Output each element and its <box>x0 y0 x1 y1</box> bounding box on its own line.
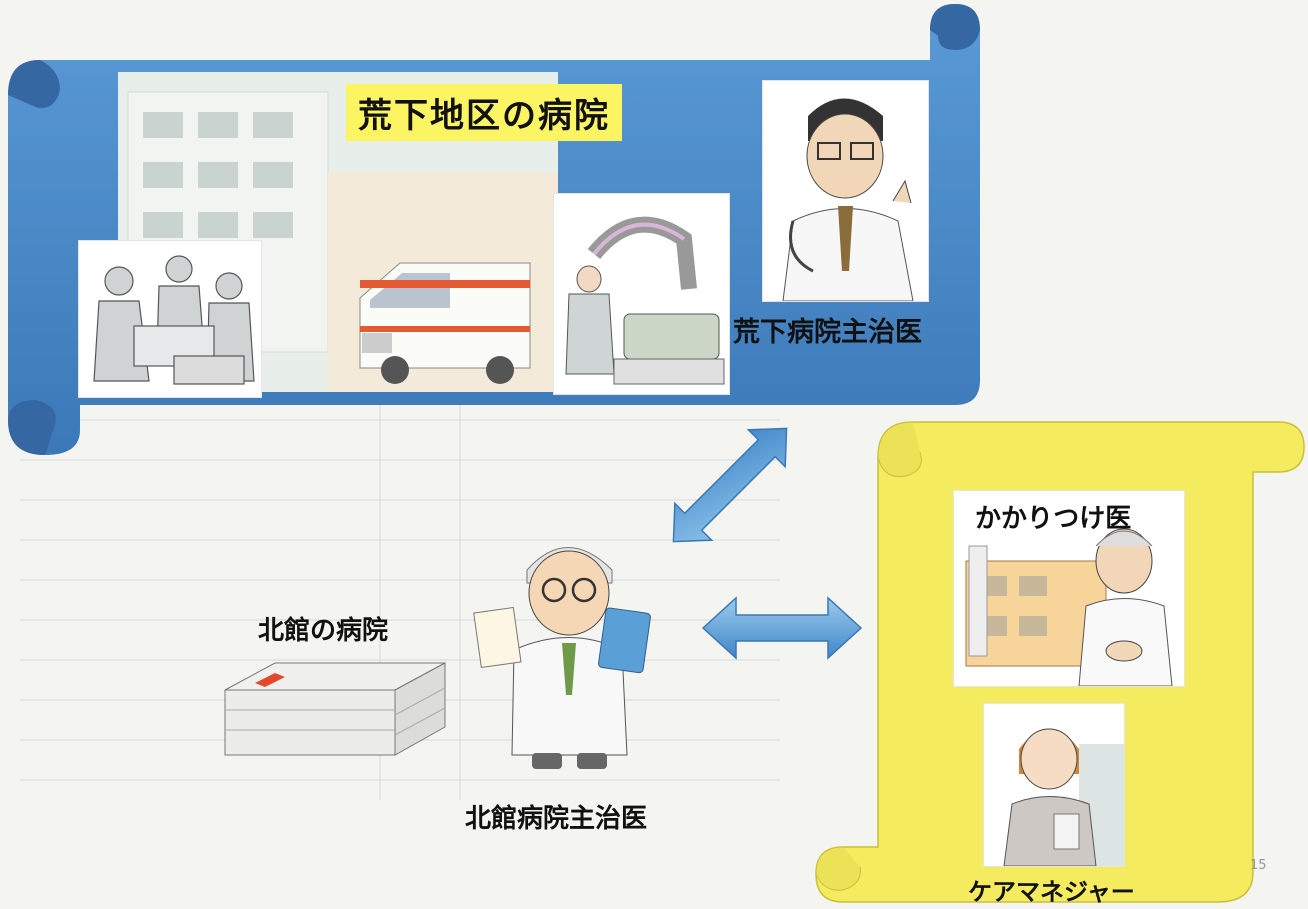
xray-machine-icon <box>553 193 730 395</box>
arashita-doctor-label: 荒下病院主治医 <box>733 317 922 348</box>
kitakan-building-icon <box>224 662 446 756</box>
page-title: 荒下地区の病院 <box>346 84 622 141</box>
page-number: 15 <box>1250 858 1267 873</box>
ambulance-icon <box>359 262 531 384</box>
family-doctor-icon <box>953 490 1185 687</box>
family-doctor-label: かかりつけ医 <box>975 504 1132 534</box>
care-manager-icon <box>983 703 1125 867</box>
kitakan-doctor-label: 北館病院主治医 <box>465 804 648 834</box>
arashita-doctor-icon <box>762 80 929 302</box>
kitakan-hospital-label: 北館の病院 <box>258 616 389 646</box>
kitakan-doctor-icon <box>473 547 651 769</box>
horizontal-double-arrow-icon <box>701 596 863 660</box>
diagonal-double-arrow-icon <box>672 427 788 543</box>
care-manager-label: ケアマネジャー <box>968 878 1135 906</box>
surgery-team-icon <box>78 240 262 398</box>
